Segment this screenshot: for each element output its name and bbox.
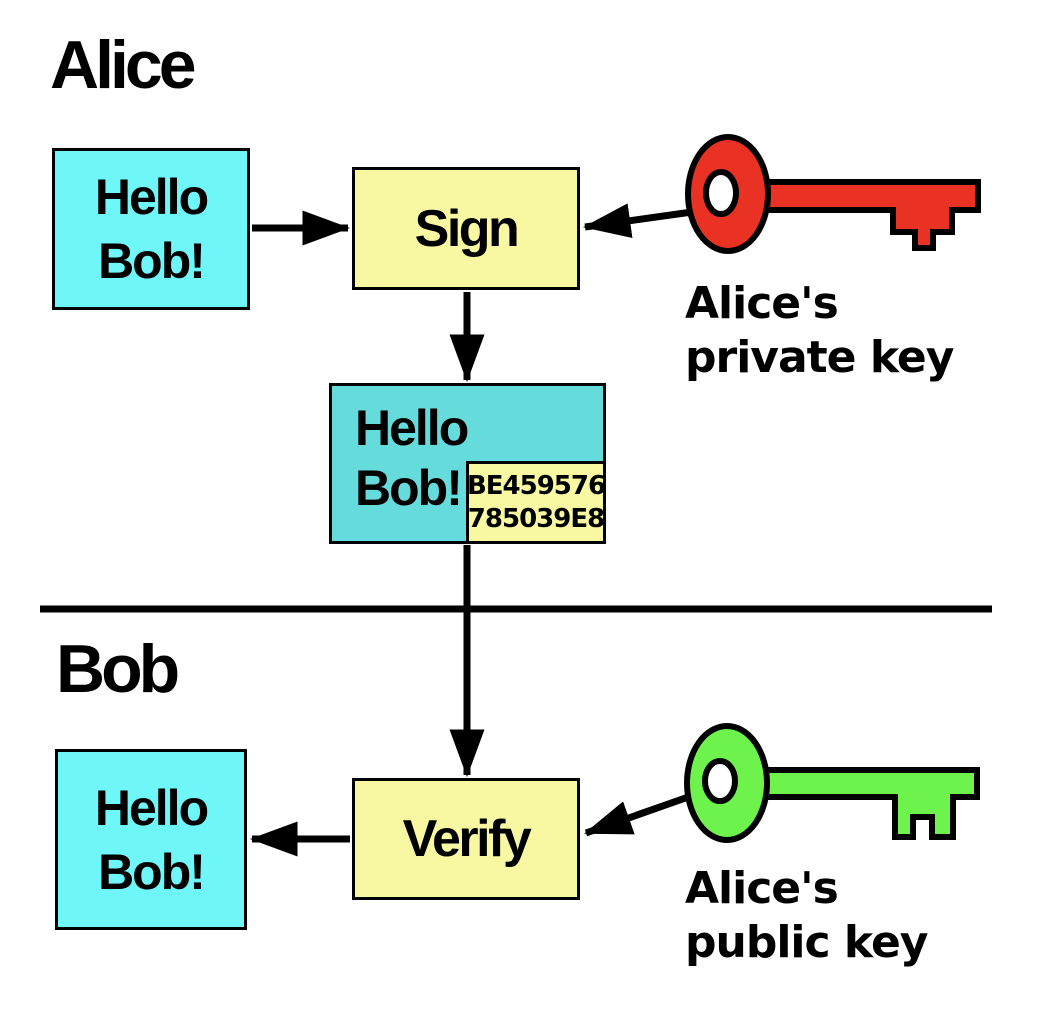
alice-message-line2: Bob!: [98, 233, 206, 289]
arrow-public-key-to-verify: [584, 791, 696, 837]
public-key-label-line1: Alice's: [685, 863, 839, 914]
public-key-label: Alice's public key: [685, 862, 928, 970]
public-key-hole: [702, 758, 738, 804]
sign-box: Sign: [352, 167, 580, 290]
bob-message-box: Hello Bob!: [55, 749, 247, 930]
bob-heading: Bob: [56, 631, 180, 707]
private-key-icon: [685, 134, 981, 254]
verify-label: Verify: [402, 810, 532, 868]
signature-hash-box: BE459576 785039E8: [466, 461, 606, 544]
private-key-hole: [703, 169, 739, 217]
signed-message-line2: Bob!: [355, 460, 463, 516]
bob-message-line1: Hello: [94, 779, 209, 836]
public-key-shaft: [742, 767, 980, 840]
private-key-label: Alice's private key: [685, 277, 954, 385]
signature-hash-line1: BE459576: [466, 470, 606, 501]
private-key-label-line1: Alice's: [685, 278, 839, 329]
public-key-icon: [684, 723, 980, 843]
alice-message-line1: Hello: [94, 169, 209, 225]
arrow-private-key-to-sign: [582, 203, 693, 239]
alice-heading: Alice: [50, 27, 197, 103]
bob-message-line2: Bob!: [98, 843, 206, 900]
alice-message-box: Hello Bob!: [52, 148, 250, 310]
signature-hash-line2: 785039E8: [467, 503, 605, 534]
sign-label: Sign: [414, 199, 520, 258]
public-key-label-line2: public key: [685, 917, 928, 968]
verify-box: Verify: [352, 778, 580, 900]
private-key-shaft: [742, 179, 981, 251]
signed-message-line1: Hello: [355, 400, 469, 456]
private-key-label-line2: private key: [685, 332, 954, 383]
